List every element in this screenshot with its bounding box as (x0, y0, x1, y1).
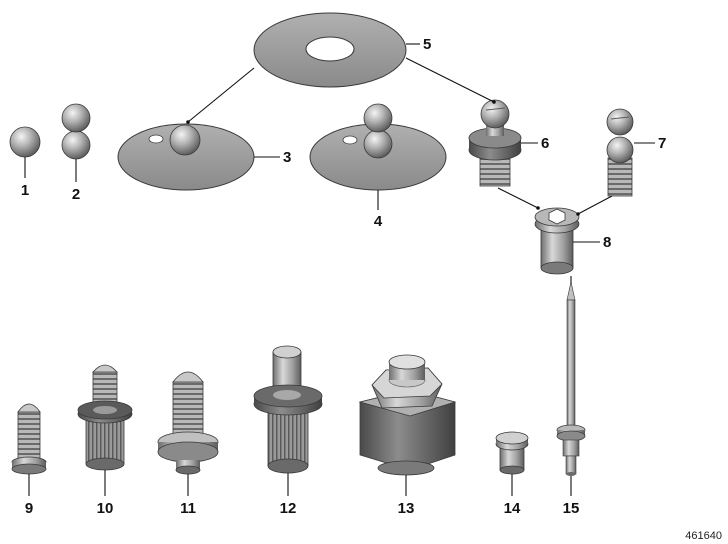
part-label-7: 7 (658, 135, 666, 152)
part-label-1: 1 (21, 182, 29, 199)
part-label-5: 5 (423, 36, 431, 53)
part-label-12: 12 (280, 500, 297, 517)
part-5-washer (253, 12, 407, 88)
part-8-rivet-nut (534, 207, 580, 275)
part-1-ball (9, 126, 41, 158)
part-label-14: 14 (504, 500, 521, 517)
part-15-blind-rivet (556, 281, 586, 476)
part-label-9: 9 (25, 500, 33, 517)
part-label-15: 15 (563, 500, 580, 517)
part-10-screw-knurled-sleeve (77, 364, 133, 471)
part-7-ball-threaded-stud (606, 108, 634, 197)
diagram-reference-number: 461640 (685, 530, 722, 542)
part-label-13: 13 (398, 500, 415, 517)
part-12-pin-flange (253, 345, 323, 474)
part-label-6: 6 (541, 135, 549, 152)
part-labels: 1 2 3 4 5 6 7 8 9 10 11 12 13 14 15 (21, 36, 667, 517)
part-4-disc-double-ball-stud (309, 103, 447, 191)
part-label-10: 10 (97, 500, 114, 517)
part-9-screw (11, 403, 47, 475)
part-3-disc-ball-stud (117, 123, 255, 191)
part-label-8: 8 (603, 234, 611, 251)
part-label-11: 11 (180, 500, 196, 517)
part-13-cage-nut (358, 354, 457, 476)
part-label-4: 4 (374, 213, 383, 230)
part-2-double-ball (61, 103, 91, 160)
part-label-3: 3 (283, 149, 291, 166)
leader-lines (24, 43, 655, 496)
part-6-ball-stud-flange (468, 99, 522, 187)
part-11-flange-screw (157, 371, 219, 475)
part-14-cap (495, 431, 529, 475)
part-label-2: 2 (72, 186, 80, 203)
